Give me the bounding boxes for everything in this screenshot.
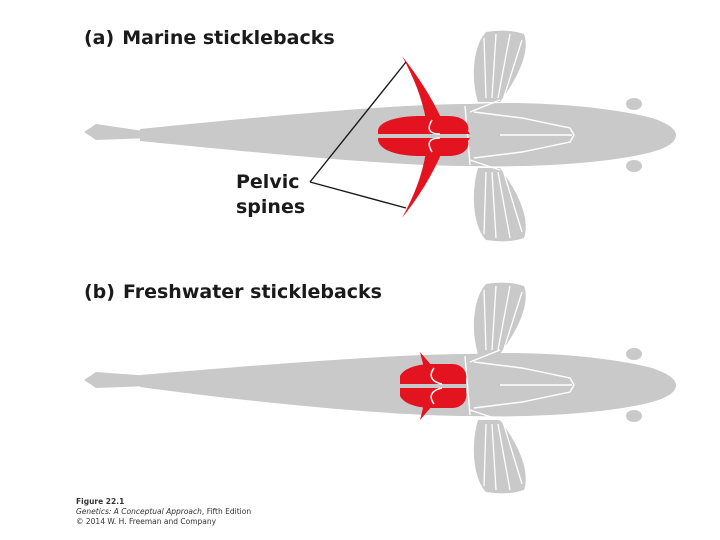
- caption-edition: , Fifth Edition: [201, 507, 252, 516]
- panel-b-title: (b) Freshwater sticklebacks: [84, 281, 382, 303]
- freshwater-stickleback-illustration: [84, 282, 676, 494]
- eye-bottom: [626, 160, 642, 172]
- body: [140, 352, 676, 417]
- callout-lines: [309, 61, 407, 209]
- panel-b-tag: (b): [84, 281, 115, 303]
- caption-source: Genetics: A Conceptual Approach, Fifth E…: [76, 507, 251, 517]
- pelvic-spine-lower: [402, 152, 442, 218]
- lower-pectoral-fin: [473, 420, 526, 494]
- marine-stickleback-illustration: [84, 30, 676, 242]
- eye-bottom: [626, 410, 642, 422]
- fish-body-b: [84, 282, 676, 494]
- pelvic-stub-lower: [420, 404, 432, 420]
- lower-pectoral-fin: [473, 168, 526, 242]
- pelvic-structure-b: [400, 352, 467, 420]
- fish-body-a: [84, 30, 676, 242]
- pelvic-structure-a: [378, 56, 470, 218]
- panel-a-title: (a) Marine sticklebacks: [84, 27, 335, 49]
- callout-line-2: spines: [236, 196, 306, 218]
- panel-a-title-text: Marine sticklebacks: [122, 27, 335, 49]
- figure-caption: Figure 22.1 Genetics: A Conceptual Appro…: [76, 497, 251, 527]
- caption-book-title: Genetics: A Conceptual Approach: [76, 507, 202, 516]
- panel-a-tag: (a): [84, 27, 115, 49]
- tail-fin: [84, 124, 150, 140]
- caption-figure-number: Figure 22.1: [76, 497, 125, 506]
- body: [140, 102, 676, 167]
- callout-line-1: Pelvic: [236, 171, 300, 193]
- pelvic-spine-upper: [402, 56, 442, 120]
- tail-fin: [84, 372, 150, 388]
- panel-b-title-text: Freshwater sticklebacks: [122, 281, 382, 303]
- pelvic-stub-upper: [420, 352, 432, 368]
- pelvic-spines-label: Pelvic spines: [236, 170, 305, 220]
- upper-pectoral-fin: [473, 282, 526, 354]
- eye-top: [626, 348, 642, 360]
- caption-copyright: © 2014 W. H. Freeman and Company: [76, 517, 217, 526]
- upper-pectoral-fin: [473, 30, 526, 102]
- eye-top: [626, 98, 642, 110]
